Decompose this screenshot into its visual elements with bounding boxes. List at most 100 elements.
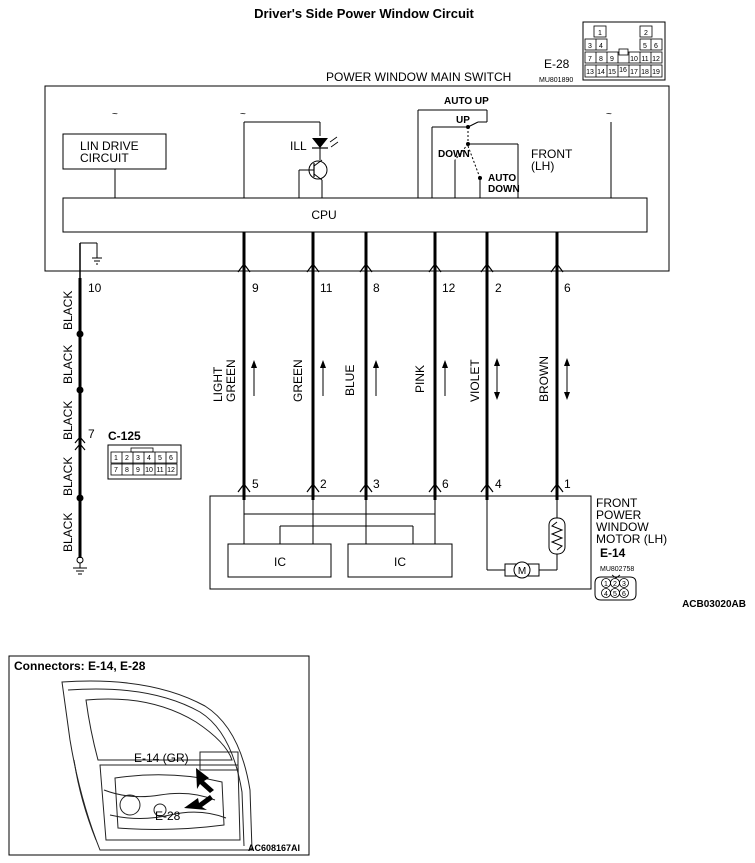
cpu-box bbox=[62, 197, 648, 233]
c125-pin: 2 bbox=[125, 455, 129, 462]
c125-pin: 11 bbox=[156, 467, 163, 474]
wire-color-label: BLACK bbox=[61, 345, 75, 384]
pin-number: 2 bbox=[320, 477, 327, 491]
wire-color-label: BLACK bbox=[61, 513, 75, 552]
main-switch-box bbox=[44, 85, 670, 272]
e28-pin: 18 bbox=[641, 69, 649, 76]
e14-pin: 5 bbox=[613, 591, 617, 598]
arrow-pointer-icon bbox=[196, 768, 214, 793]
pin-number: 3 bbox=[373, 477, 380, 491]
locator-e28-label: E-28 bbox=[155, 809, 181, 823]
c125-label: C-125 bbox=[108, 429, 141, 443]
ill-label: ILL bbox=[290, 139, 307, 153]
c125-pin: 3 bbox=[136, 455, 140, 462]
lin-drive-line2: CIRCUIT bbox=[80, 151, 129, 165]
c125-pin: 1 bbox=[114, 455, 118, 462]
ic-box bbox=[227, 543, 332, 578]
pin-number: 8 bbox=[373, 281, 380, 295]
c125-pin-number: 7 bbox=[88, 427, 95, 441]
e28-pin: 1 bbox=[598, 30, 602, 37]
wire-pin9 bbox=[237, 232, 251, 500]
wire-color-label: VIOLET bbox=[468, 359, 482, 402]
e14-part-no: MU802758 bbox=[600, 566, 634, 573]
e14-pin: 6 bbox=[622, 591, 626, 598]
e28-pin: 11 bbox=[641, 56, 648, 63]
wire-pin11 bbox=[306, 232, 320, 500]
c125-pin: 4 bbox=[147, 455, 151, 462]
e14-pin: 3 bbox=[622, 581, 626, 588]
e28-label: E-28 bbox=[544, 57, 570, 71]
pin-number: 11 bbox=[320, 281, 333, 295]
diagram-code: ACB03020AB bbox=[682, 599, 746, 610]
transistor-icon bbox=[308, 159, 328, 186]
pin-number: 9 bbox=[252, 281, 259, 295]
diagram-title: Driver's Side Power Window Circuit bbox=[254, 6, 474, 21]
tilde-mark: ~ bbox=[112, 109, 118, 120]
up-label: UP bbox=[456, 115, 470, 126]
e28-pin: 3 bbox=[588, 43, 592, 50]
main-switch-name: POWER WINDOW MAIN SWITCH bbox=[326, 70, 511, 84]
locator-title: Connectors: E-14, E-28 bbox=[14, 659, 146, 673]
ic-box bbox=[347, 543, 453, 578]
motor-name-line: MOTOR (LH) bbox=[596, 532, 667, 546]
lin-drive-line1: LIN DRIVE bbox=[80, 139, 139, 153]
e28-pin: 14 bbox=[597, 69, 605, 76]
c125-pin: 10 bbox=[145, 467, 153, 474]
e28-pin: 8 bbox=[599, 56, 603, 63]
motor-icon: M bbox=[504, 561, 540, 579]
main-switch-part-no: MU801890 bbox=[539, 77, 573, 84]
c125-pin: 12 bbox=[167, 467, 175, 474]
c125-pin: 6 bbox=[169, 455, 173, 462]
pin-number: 10 bbox=[88, 281, 102, 295]
wire-color-label: PINK bbox=[413, 365, 427, 393]
e28-pin: 17 bbox=[630, 69, 638, 76]
front-label: FRONT bbox=[531, 147, 573, 161]
e28-pin: 5 bbox=[643, 43, 647, 50]
arrow-up-icon bbox=[373, 360, 379, 396]
e28-pin: 16 bbox=[619, 67, 627, 74]
e28-pin: 2 bbox=[644, 30, 648, 37]
pin-number: 2 bbox=[495, 281, 502, 295]
e28-pin: 9 bbox=[610, 56, 614, 63]
wire-pin2 bbox=[480, 232, 494, 500]
pin-number: 12 bbox=[442, 281, 456, 295]
e28-pin: 6 bbox=[654, 43, 658, 50]
arrow-up-icon bbox=[442, 360, 448, 396]
c125-connector-face: 1 2 3 4 5 6 7 8 9 10 11 12 bbox=[107, 444, 182, 480]
wire-color-label: BROWN bbox=[537, 356, 551, 402]
wire-color-label: BLACK bbox=[61, 401, 75, 440]
lh-label: (LH) bbox=[531, 159, 554, 173]
e28-pin: 19 bbox=[652, 69, 660, 76]
wire-color-label: GREEN bbox=[291, 359, 305, 402]
c125-pin: 7 bbox=[114, 467, 118, 474]
ptc-thermistor-icon bbox=[548, 517, 566, 555]
motor-box bbox=[209, 495, 592, 590]
wire-pin6 bbox=[550, 232, 564, 500]
pin-number: 4 bbox=[495, 477, 502, 491]
e28-pin: 7 bbox=[588, 56, 592, 63]
ground-icon bbox=[73, 563, 87, 575]
e14-label: E-14 bbox=[600, 546, 626, 560]
ic-label: IC bbox=[274, 555, 286, 569]
down-label: DOWN bbox=[438, 149, 470, 160]
door-illustration bbox=[61, 680, 253, 851]
wire-color-label: BLACK bbox=[61, 291, 75, 330]
wire-color-label: GREEN bbox=[224, 359, 238, 402]
wire-pin8 bbox=[359, 232, 373, 500]
wire-pin12 bbox=[428, 232, 442, 500]
wire-color-label: LIGHT bbox=[211, 366, 225, 402]
svg-text:M: M bbox=[518, 566, 526, 577]
pin-number: 1 bbox=[564, 477, 571, 491]
e14-pin: 4 bbox=[604, 591, 608, 598]
c125-pin: 9 bbox=[136, 467, 140, 474]
auto-down-label: DOWN bbox=[488, 184, 520, 195]
pin-number: 6 bbox=[564, 281, 571, 295]
e14-pin: 2 bbox=[613, 581, 617, 588]
motor-name-line: POWER bbox=[596, 508, 642, 522]
arrow-up-icon bbox=[320, 360, 326, 396]
pin-number: 5 bbox=[252, 477, 259, 491]
cpu-label: CPU bbox=[311, 208, 336, 222]
e28-pin: 13 bbox=[586, 69, 594, 76]
tilde-mark: ~ bbox=[606, 109, 612, 120]
